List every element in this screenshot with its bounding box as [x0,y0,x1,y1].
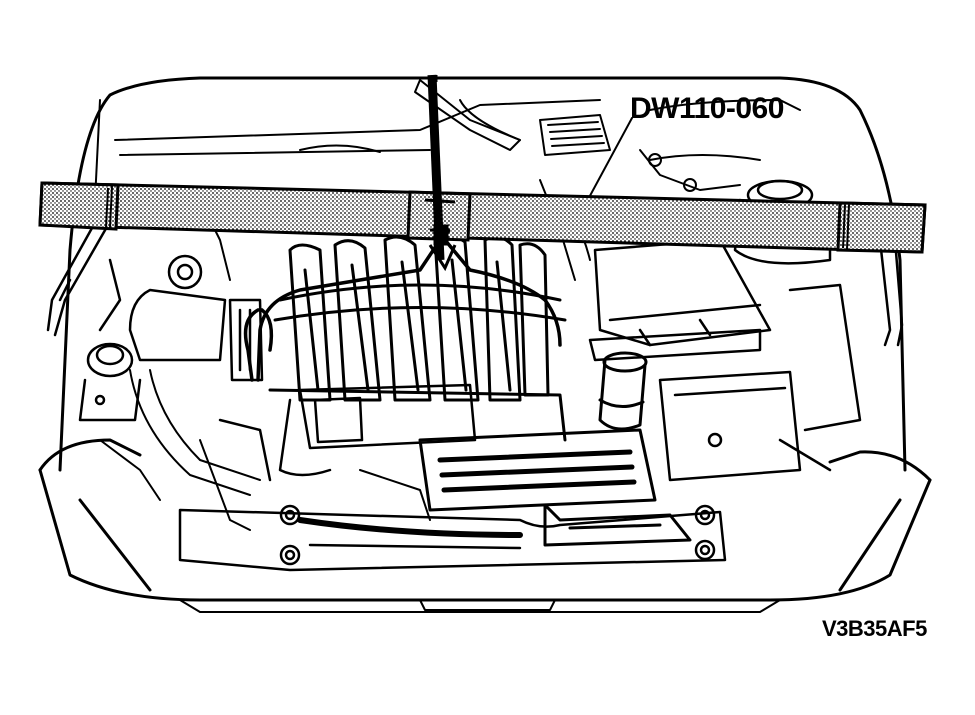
tool-code-label: DW110-060 [630,92,784,125]
hood-strut-right [878,238,904,347]
body-outline [38,76,932,613]
radiator-cover [418,428,692,547]
battery [658,283,862,482]
lifting-chain [243,238,562,382]
hood-strut-left [46,223,110,337]
engine-support-bar [38,181,927,254]
intake-manifold [268,233,567,442]
air-cleaner [588,238,772,362]
reservoir-left [98,254,227,362]
cowl-area [94,79,801,201]
engine-block [218,298,477,482]
figure-code-label: V3B35AF5 [822,616,927,641]
lifting-rod [424,74,457,272]
intake-hose [598,351,648,431]
front-crossmember [178,504,727,572]
washer-cap [78,342,142,422]
label-leader-line [584,117,633,206]
